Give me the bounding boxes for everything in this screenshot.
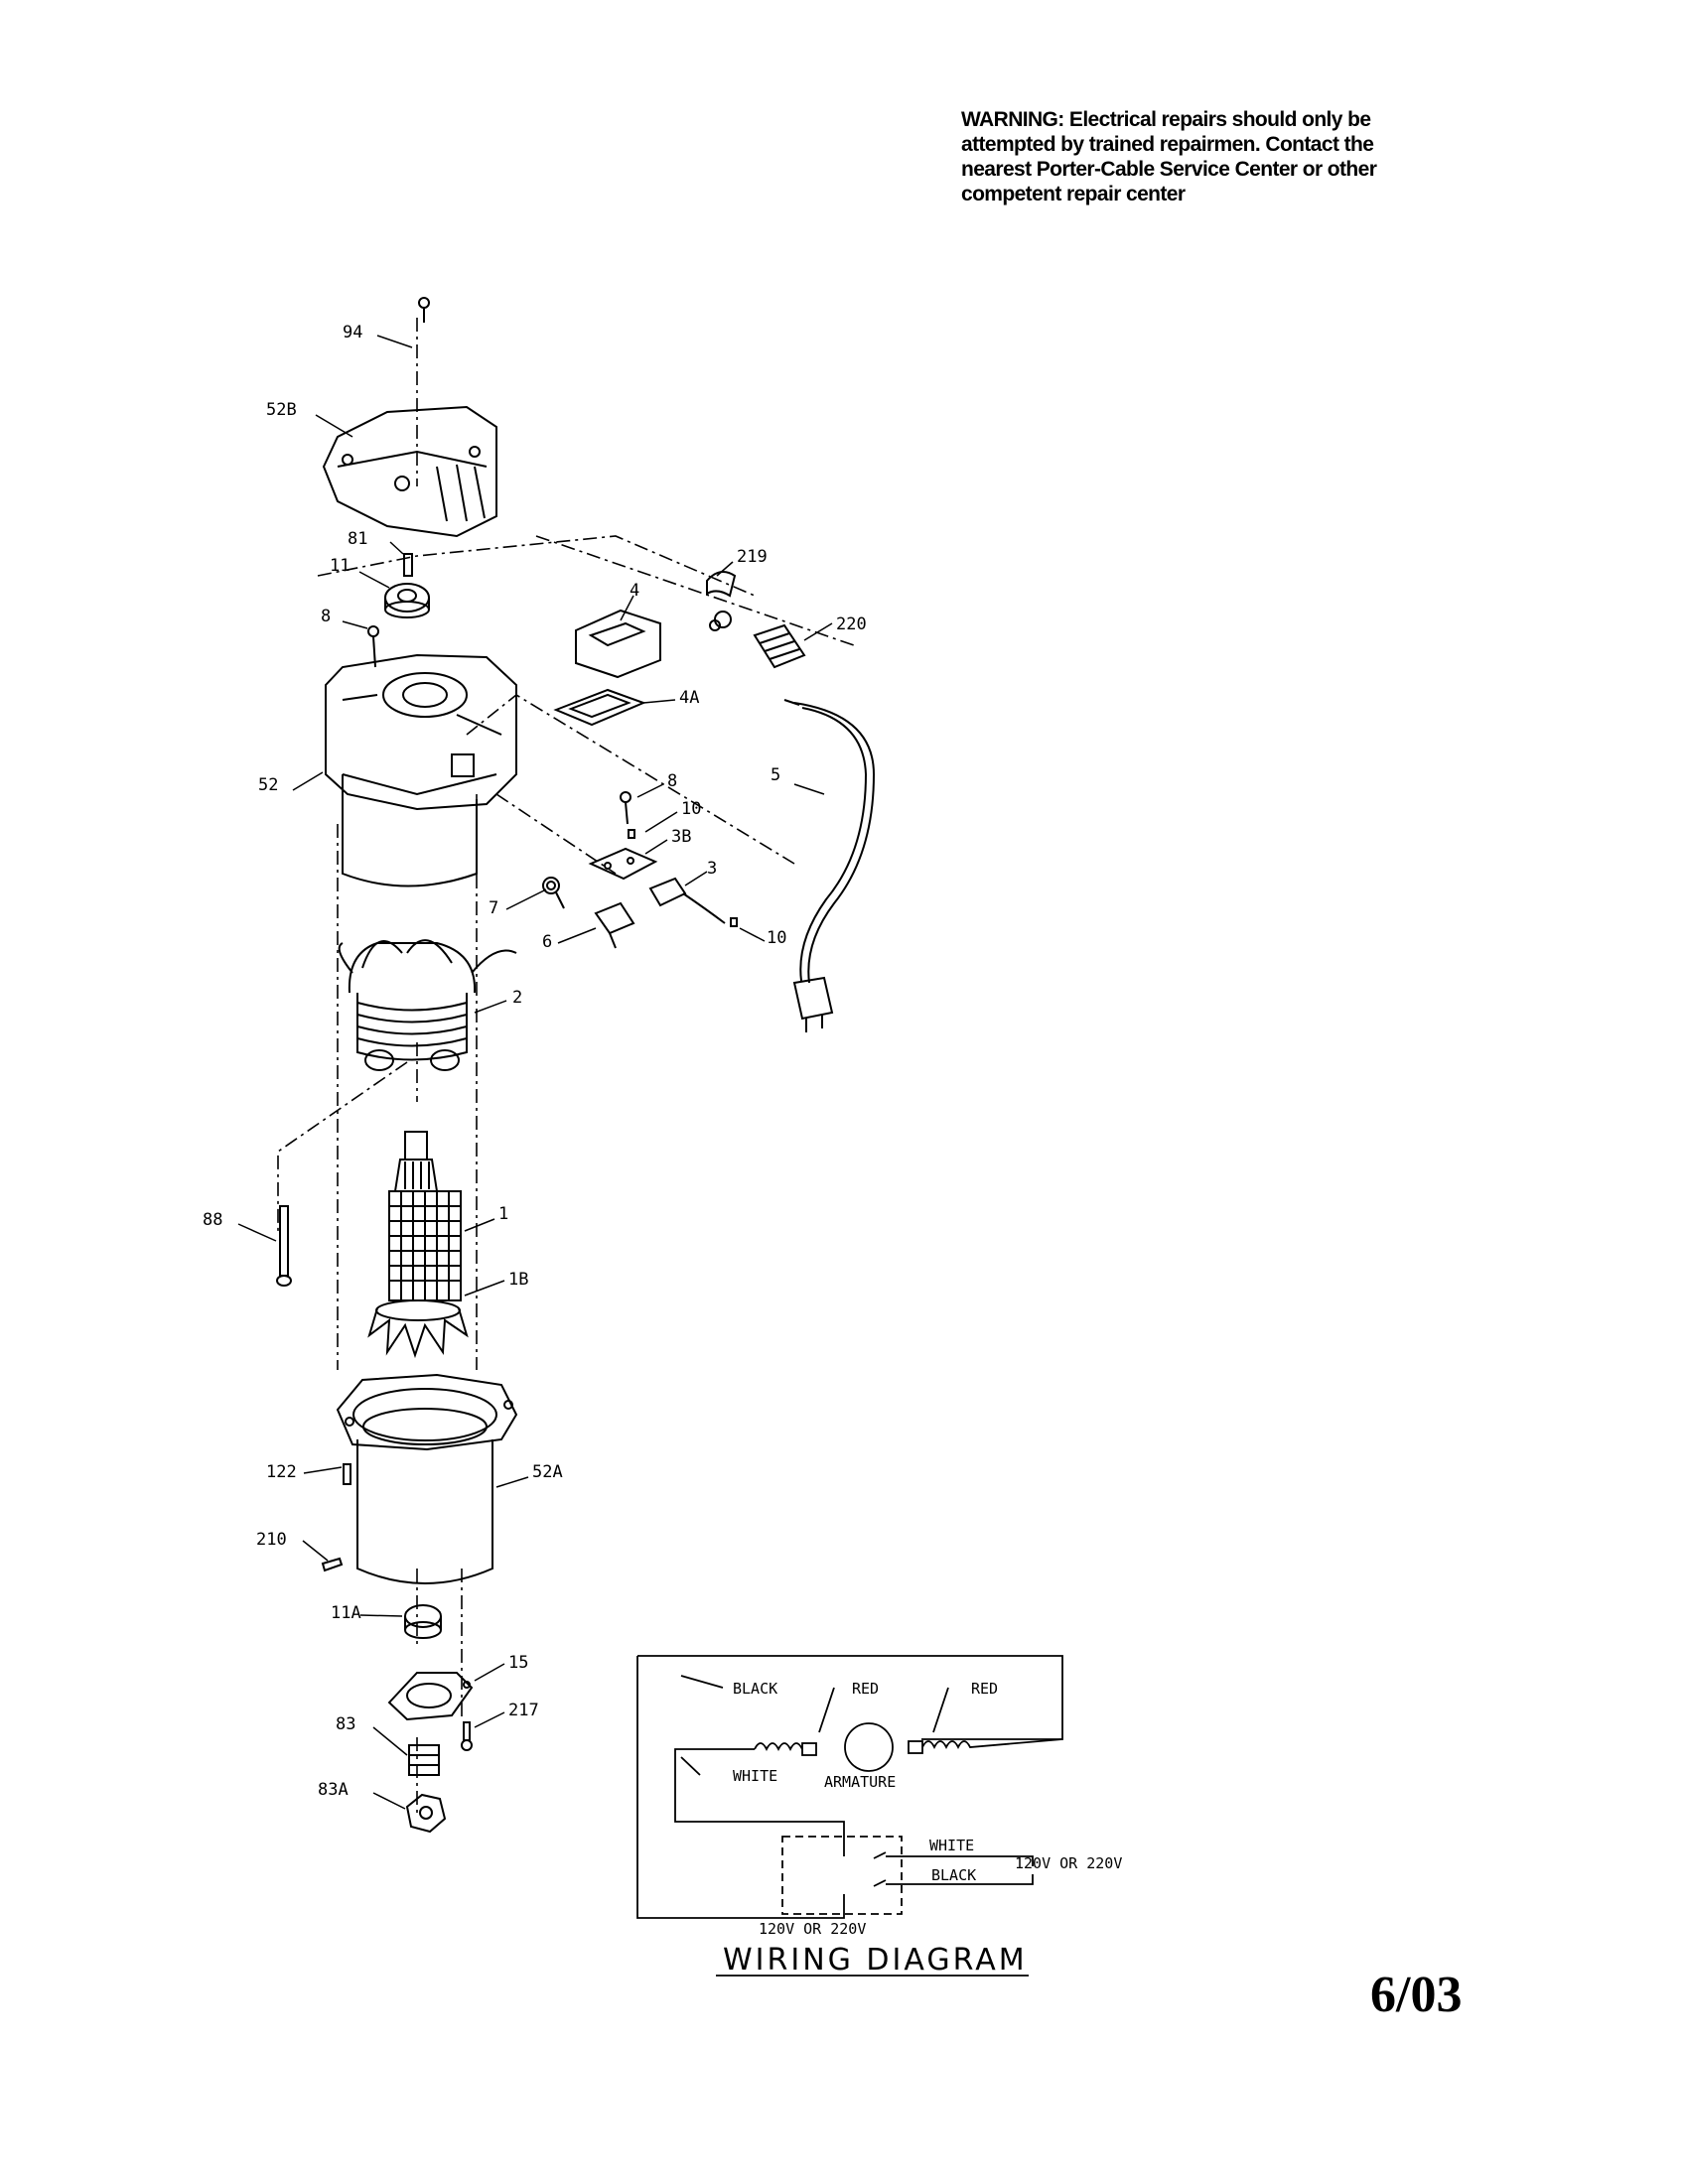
part-219-cord-clamp (706, 571, 737, 631)
wiring-diagram-title: WIRING DIAGRAM (723, 1943, 1028, 1978)
label-52: 52 (258, 775, 278, 795)
part-1B-fan (367, 1299, 469, 1359)
label-3: 3 (707, 859, 717, 879)
leader-lines (237, 335, 833, 1810)
switch-box (781, 1836, 903, 1915)
part-6-brush-bracket (594, 901, 635, 949)
label-210: 210 (256, 1530, 287, 1550)
label-83A: 83A (318, 1780, 349, 1800)
part-52B-top-cover (322, 405, 497, 538)
part-8-screw-lower (620, 791, 632, 825)
part-122-screw (343, 1463, 351, 1485)
label-1: 1 (498, 1204, 508, 1224)
part-88-long-screw (276, 1205, 292, 1287)
wire-red-right (637, 1655, 1063, 1740)
part-10-screw-upper (628, 829, 635, 839)
label-52B: 52B (266, 400, 297, 420)
warning-line-2: attempted by trained repairmen. Contact … (961, 133, 1374, 156)
label-220: 220 (836, 614, 867, 634)
wire-label-white-right: WHITE (929, 1837, 974, 1854)
wire-label-white-left: WHITE (733, 1767, 777, 1785)
warning-note: WARNING: Electrical repairs should only … (961, 107, 1477, 206)
label-8-top: 8 (321, 607, 331, 626)
revision-date: 6/03 (1370, 1967, 1463, 2023)
warning-line-1: WARNING: Electrical repairs should only … (961, 108, 1371, 131)
label-219: 219 (737, 547, 768, 567)
wiring-labels: BLACK RED RED WHITE ARMATURE WHITE BLACK… (723, 1680, 1122, 1978)
label-7: 7 (489, 898, 498, 918)
part-4A-switch-boot (553, 688, 646, 727)
label-2: 2 (512, 988, 522, 1008)
wire-black-loop (636, 1656, 845, 1919)
part-210-screw (321, 1557, 344, 1572)
warning-line-3: nearest Porter-Cable Service Center or o… (961, 158, 1377, 181)
wire-label-black-right: BLACK (931, 1866, 976, 1884)
part-81-screw (403, 553, 413, 577)
label-81: 81 (348, 529, 367, 549)
wire-label-voltage-bottom: 120V OR 220V (759, 1920, 866, 1938)
label-6: 6 (542, 932, 552, 952)
part-83-collet (408, 1744, 440, 1776)
part-labels: 94 52B 81 11 8 219 220 4 4A 52 5 8 10 3B… (203, 323, 867, 1800)
left-field-coil (754, 1742, 803, 1752)
wire-label-armature: ARMATURE (824, 1773, 896, 1791)
label-52A: 52A (532, 1462, 563, 1482)
part-1-armature (388, 1131, 462, 1301)
part-217-screw (461, 1721, 473, 1751)
part-15-bearing-retainer (387, 1672, 474, 1721)
part-94-screw (418, 297, 430, 323)
part-4-switch (575, 609, 661, 679)
part-52A-motor-cup (336, 1373, 518, 1584)
part-52-motor-housing (325, 653, 517, 887)
label-4A: 4A (679, 688, 699, 708)
part-3-carbon-brush (648, 877, 726, 924)
right-field-coil (921, 1738, 1063, 1750)
armature-symbol (844, 1722, 894, 1772)
wire-white-left (674, 1748, 845, 1844)
label-5: 5 (771, 765, 780, 785)
part-11A-bearing (404, 1604, 442, 1639)
wire-label-red-right: RED (971, 1680, 998, 1698)
red-right-leader (932, 1687, 949, 1733)
label-4: 4 (630, 581, 639, 601)
left-brush (801, 1742, 817, 1756)
label-15: 15 (508, 1653, 528, 1673)
part-7-brush-spring (542, 877, 565, 909)
label-94: 94 (343, 323, 362, 342)
label-1B: 1B (508, 1270, 528, 1290)
wiring-diagram (636, 1655, 1063, 1977)
warning-line-4: competent repair center (961, 183, 1186, 205)
red-left-leader (818, 1687, 835, 1733)
wire-label-black-top: BLACK (733, 1680, 777, 1698)
label-10-upper: 10 (681, 799, 701, 819)
wire-label-voltage-right: 120V OR 220V (1015, 1854, 1122, 1872)
part-83A-collet-nut (405, 1793, 447, 1834)
wire-label-red-left: RED (852, 1680, 879, 1698)
part-5-power-cord (783, 699, 876, 1032)
label-122: 122 (266, 1462, 297, 1482)
label-88: 88 (203, 1210, 222, 1230)
label-11: 11 (330, 556, 350, 576)
right-brush (908, 1740, 923, 1754)
part-10-screw-lower (730, 917, 738, 927)
part-11-bearing (384, 583, 430, 618)
label-11A: 11A (331, 1603, 361, 1623)
label-8-lower: 8 (667, 771, 677, 791)
label-3B: 3B (671, 827, 691, 847)
white-left-leader (680, 1756, 701, 1776)
black-top-leader (680, 1675, 724, 1689)
label-217: 217 (508, 1701, 539, 1720)
label-83: 83 (336, 1714, 355, 1734)
part-3B-brush-holder (588, 847, 658, 881)
label-10-lower: 10 (767, 928, 786, 948)
part-2-field-coil (338, 939, 517, 1071)
part-220-strain-relief (753, 623, 806, 669)
